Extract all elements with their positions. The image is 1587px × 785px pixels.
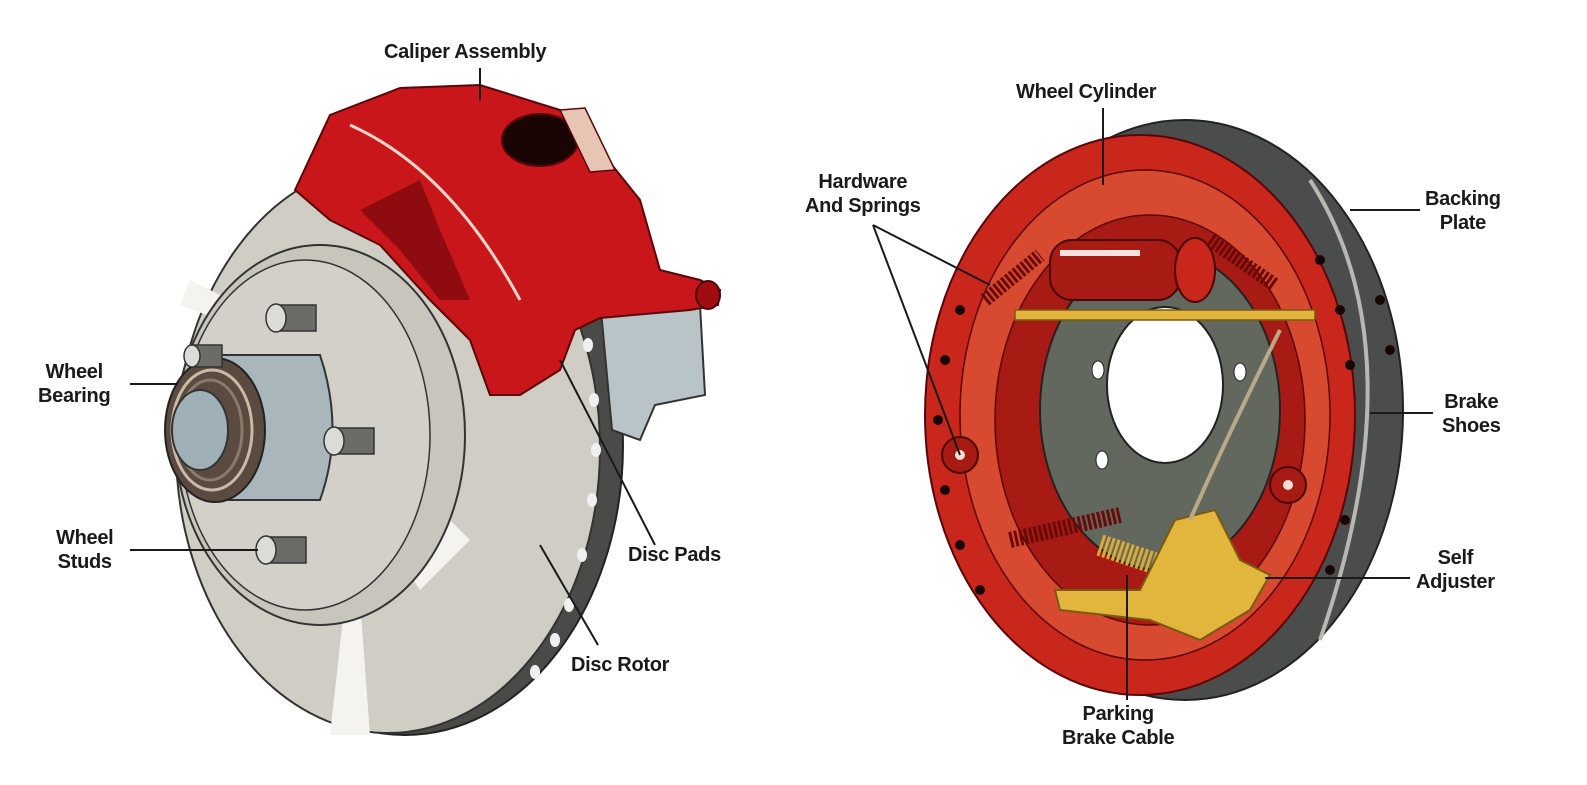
- label-adjuster-line2: Adjuster: [1416, 571, 1495, 593]
- return-springs: [980, 234, 1279, 548]
- label-wheel-bearing-line1: Wheel: [45, 361, 103, 383]
- mounting-hole: [1233, 362, 1247, 382]
- label-wheel-studs-line2: Studs: [57, 551, 112, 573]
- adjuster-spring: [1096, 534, 1194, 586]
- disc-brake-illustration: [164, 83, 722, 736]
- label-shoes-line2: Shoes: [1442, 415, 1501, 437]
- wheel-cylinder: [1049, 239, 1181, 301]
- label-wheel-bearing-line2: Bearing: [38, 385, 111, 407]
- bleeder-valve: [695, 280, 721, 310]
- leader-hardware-a: [872, 224, 961, 456]
- label-backing-plate: Backing Plate: [1425, 187, 1501, 235]
- drum-brake-illustration: [924, 119, 1404, 701]
- label-hardware-springs: Hardware And Springs: [805, 170, 921, 218]
- label-disc-pads: Disc Pads: [628, 544, 721, 566]
- caliper-highlight: [349, 123, 522, 301]
- leader-rotor: [539, 544, 599, 646]
- self-adjuster-lever: [1053, 508, 1272, 642]
- caliper-bracket: [598, 298, 707, 442]
- label-wheel-bearing: Wheel Bearing: [38, 360, 111, 408]
- label-wheel-cylinder: Wheel Cylinder: [1016, 81, 1157, 103]
- label-wheel-studs: Wheel Studs: [56, 526, 114, 574]
- caliper-clip: [558, 107, 617, 173]
- label-cable-line1: Parking: [1082, 703, 1155, 725]
- label-self-adjuster: Self Adjuster: [1416, 546, 1495, 594]
- label-disc-rotor: Disc Rotor: [571, 654, 670, 676]
- leader-pads: [559, 359, 656, 546]
- label-hardware-line2: And Springs: [805, 195, 921, 217]
- wheel-studs: [183, 303, 375, 565]
- label-backing-line2: Plate: [1439, 212, 1487, 234]
- parking-brake-cable: [1188, 329, 1282, 521]
- label-backing-line1: Backing: [1425, 188, 1501, 210]
- mounting-hole: [1091, 360, 1105, 380]
- shoe-rivets: [933, 255, 1395, 595]
- label-adjuster-line1: Self: [1437, 547, 1474, 569]
- rotor-highlight: [330, 600, 370, 735]
- leader-lines: [130, 68, 1433, 700]
- label-cable-line2: Brake Cable: [1062, 727, 1175, 749]
- leader-hardware-b: [872, 224, 991, 286]
- label-hardware-line1: Hardware: [818, 171, 908, 193]
- label-brake-shoes: Brake Shoes: [1442, 390, 1501, 438]
- mounting-hole: [1095, 450, 1109, 470]
- caliper-shade: [360, 180, 470, 300]
- label-wheel-studs-line1: Wheel: [56, 527, 114, 549]
- cylinder-cap: [1174, 237, 1216, 303]
- label-parking-brake-cable: Parking Brake Cable: [1062, 702, 1175, 750]
- bearing-spindle: [171, 389, 229, 471]
- cylinder-highlight: [1060, 250, 1140, 256]
- adjuster-rod: [1014, 309, 1316, 321]
- label-shoes-line1: Brake: [1444, 391, 1499, 413]
- backing-plate-rim: [1308, 178, 1370, 641]
- label-caliper-assembly: Caliper Assembly: [384, 41, 547, 63]
- axle-hole: [1106, 306, 1224, 464]
